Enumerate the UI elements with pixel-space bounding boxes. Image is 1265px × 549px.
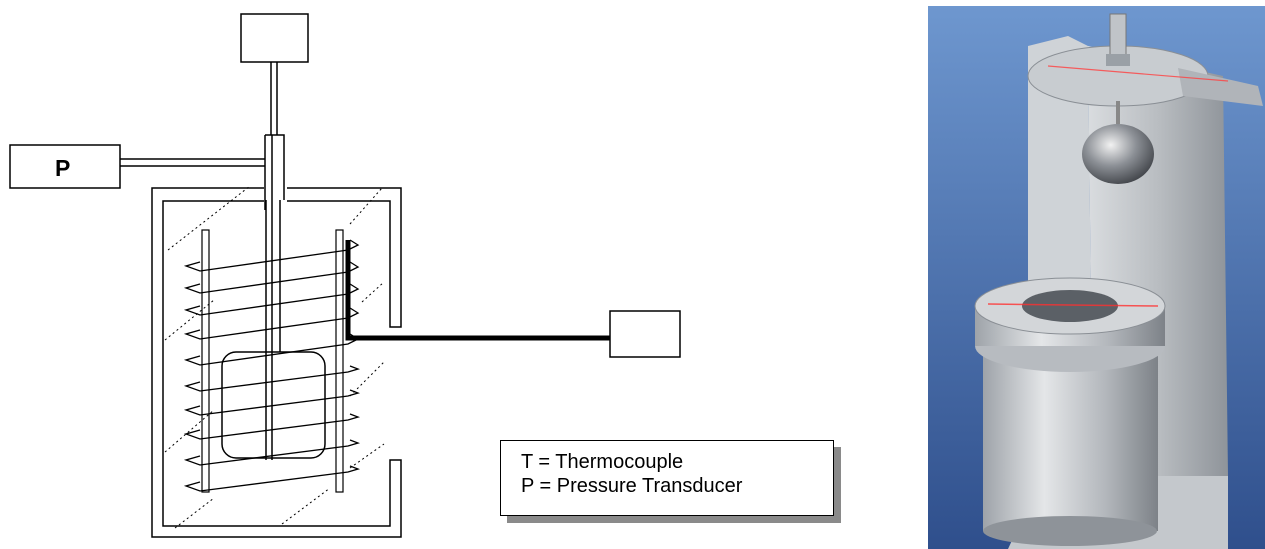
apparatus-photo bbox=[928, 6, 1265, 549]
legend-thermocouple: T = Thermocouple bbox=[521, 451, 684, 473]
sample-cell bbox=[221, 351, 326, 459]
outer-vessel bbox=[151, 187, 402, 538]
right-rail bbox=[335, 229, 344, 493]
thermocouple-wire bbox=[345, 240, 610, 341]
legend-box: T = Thermocouple P = Pressure Transducer bbox=[500, 440, 834, 516]
top-instrument-box bbox=[240, 13, 309, 63]
pressure-transducer-box bbox=[9, 144, 121, 189]
pressure-box-label: P bbox=[55, 157, 71, 181]
left-rail bbox=[201, 229, 210, 493]
heating-coil bbox=[183, 239, 361, 492]
insulation-hatching bbox=[164, 185, 385, 529]
legend-pressure: P = Pressure Transducer bbox=[521, 475, 743, 497]
apparatus-schematic bbox=[9, 13, 681, 538]
thermocouple-box bbox=[609, 310, 681, 358]
